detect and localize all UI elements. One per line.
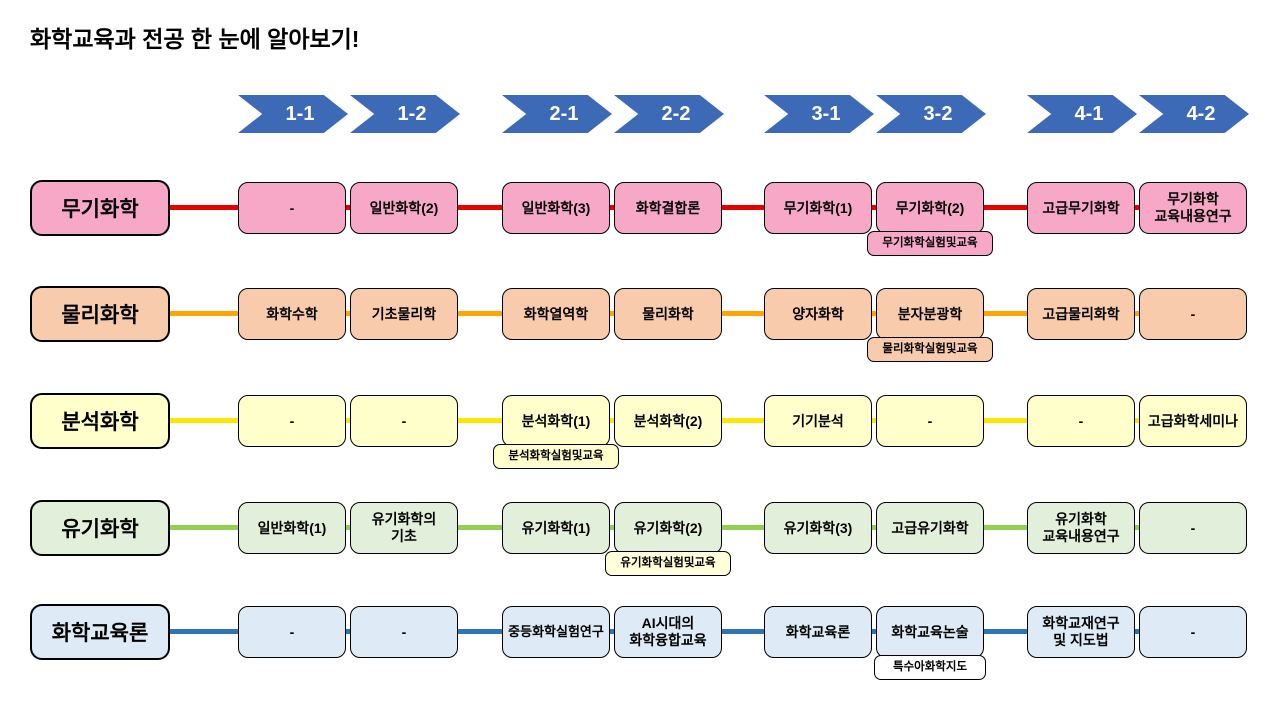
cell-education-2-2: AI시대의 화학융합교육 bbox=[614, 606, 722, 658]
cell-inorganic-2-2: 화학결합론 bbox=[614, 182, 722, 234]
cell-organic-1-2: 유기화학의 기초 bbox=[350, 502, 458, 554]
row-label-analytical: 분석화학 bbox=[30, 393, 170, 449]
cell-physical-2-2: 물리화학 bbox=[614, 288, 722, 340]
row-label-inorganic: 무기화학 bbox=[30, 180, 170, 236]
cell-inorganic-1-1: - bbox=[238, 182, 346, 234]
cell-organic-4-2: - bbox=[1139, 502, 1247, 554]
semester-arrow-2-2: 2-2 bbox=[614, 95, 724, 133]
subcell-analytical-2-1: 분석화학실험및교육 bbox=[493, 444, 619, 469]
cell-physical-3-2: 분자분광학 bbox=[876, 288, 984, 340]
cell-analytical-2-2: 분석화학(2) bbox=[614, 395, 722, 447]
cell-analytical-1-2: - bbox=[350, 395, 458, 447]
cell-analytical-4-1: - bbox=[1027, 395, 1135, 447]
cell-inorganic-2-1: 일반화학(3) bbox=[502, 182, 610, 234]
cell-physical-1-2: 기초물리학 bbox=[350, 288, 458, 340]
row-label-physical: 물리화학 bbox=[30, 286, 170, 342]
cell-organic-3-1: 유기화학(3) bbox=[764, 502, 872, 554]
semester-arrow-4-1: 4-1 bbox=[1027, 95, 1137, 133]
semester-arrow-3-2: 3-2 bbox=[876, 95, 986, 133]
cell-education-1-1: - bbox=[238, 606, 346, 658]
semester-arrow-4-2: 4-2 bbox=[1139, 95, 1249, 133]
semester-arrow-2-1: 2-1 bbox=[502, 95, 612, 133]
cell-education-3-1: 화학교육론 bbox=[764, 606, 872, 658]
cell-analytical-2-1: 분석화학(1) bbox=[502, 395, 610, 447]
cell-education-4-2: - bbox=[1139, 606, 1247, 658]
cell-physical-4-2: - bbox=[1139, 288, 1247, 340]
cell-inorganic-4-2: 무기화학 교육내용연구 bbox=[1139, 182, 1247, 234]
subcell-organic-2-2: 유기화학실험및교육 bbox=[605, 551, 731, 576]
cell-education-2-1: 중등화학실험연구 bbox=[502, 606, 610, 658]
cell-inorganic-4-1: 고급무기화학 bbox=[1027, 182, 1135, 234]
cell-analytical-4-2: 고급화학세미나 bbox=[1139, 395, 1247, 447]
page-title: 화학교육과 전공 한 눈에 알아보기! bbox=[30, 26, 360, 52]
cell-physical-1-1: 화학수학 bbox=[238, 288, 346, 340]
cell-analytical-3-2: - bbox=[876, 395, 984, 447]
semester-arrow-1-1: 1-1 bbox=[238, 95, 348, 133]
cell-education-1-2: - bbox=[350, 606, 458, 658]
subcell-education-3-2: 특수아화학지도 bbox=[874, 655, 986, 680]
cell-physical-2-1: 화학열역학 bbox=[502, 288, 610, 340]
subcell-physical-3-2: 물리화학실험및교육 bbox=[867, 337, 993, 362]
cell-inorganic-3-2: 무기화학(2) bbox=[876, 182, 984, 234]
row-label-education: 화학교육론 bbox=[30, 604, 170, 660]
row-label-organic: 유기화학 bbox=[30, 500, 170, 556]
cell-organic-4-1: 유기화학 교육내용연구 bbox=[1027, 502, 1135, 554]
semester-arrow-3-1: 3-1 bbox=[764, 95, 874, 133]
cell-organic-2-2: 유기화학(2) bbox=[614, 502, 722, 554]
cell-organic-1-1: 일반화학(1) bbox=[238, 502, 346, 554]
subcell-inorganic-3-2: 무기화학실험및교육 bbox=[867, 231, 993, 256]
cell-organic-2-1: 유기화학(1) bbox=[502, 502, 610, 554]
cell-education-4-1: 화학교재연구 및 지도법 bbox=[1027, 606, 1135, 658]
cell-physical-3-1: 양자화학 bbox=[764, 288, 872, 340]
semester-arrow-1-2: 1-2 bbox=[350, 95, 460, 133]
cell-education-3-2: 화학교육논술 bbox=[876, 606, 984, 658]
cell-inorganic-3-1: 무기화학(1) bbox=[764, 182, 872, 234]
cell-analytical-3-1: 기기분석 bbox=[764, 395, 872, 447]
cell-physical-4-1: 고급물리화학 bbox=[1027, 288, 1135, 340]
cell-organic-3-2: 고급유기화학 bbox=[876, 502, 984, 554]
cell-analytical-1-1: - bbox=[238, 395, 346, 447]
cell-inorganic-1-2: 일반화학(2) bbox=[350, 182, 458, 234]
